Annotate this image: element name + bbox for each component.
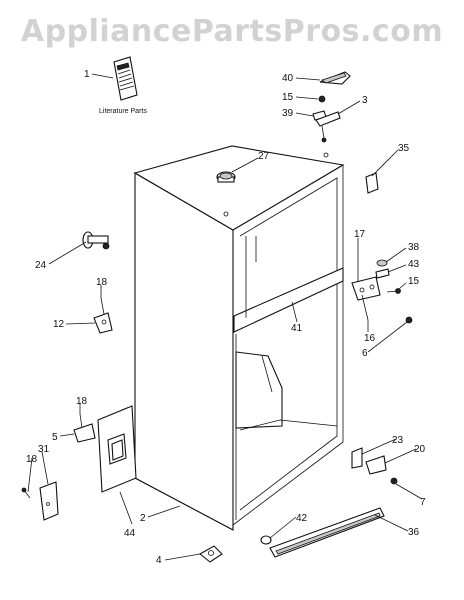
callout-7: 7 (420, 497, 426, 508)
callout-42: 42 (296, 513, 308, 524)
cabinet (133, 145, 345, 531)
callout-12: 12 (53, 319, 65, 330)
callout-27: 27 (258, 151, 270, 162)
bracket-screw-upper[interactable] (100, 297, 105, 315)
callout-23: 23 (392, 435, 404, 446)
callout-40: 40 (282, 73, 294, 84)
leveling-leg[interactable] (199, 545, 223, 563)
center-hinge-shim[interactable] (375, 268, 390, 279)
center-hinge[interactable] (351, 276, 381, 301)
leveler-bracket[interactable] (93, 312, 113, 334)
literature-parts-label: Literature Parts (99, 108, 147, 115)
callout-labels: 1 40 15 3 39 27 35 17 38 43 15 24 18 12 … (26, 69, 426, 566)
lower-left-bracket[interactable] (73, 423, 96, 443)
drain-fitting[interactable] (82, 231, 110, 250)
watermark-text: AppliancePartsPros.com (20, 14, 444, 49)
callout-18: 18 (96, 277, 108, 288)
callout-31: 31 (38, 444, 50, 455)
callout-20: 20 (414, 444, 426, 455)
callout-41: 41 (291, 323, 303, 334)
top-hinge[interactable] (315, 111, 341, 143)
callout-35: 35 (398, 143, 410, 154)
leader-lines (27, 73, 423, 561)
callout-39: 39 (282, 108, 294, 119)
bottom-hinge[interactable] (365, 455, 387, 475)
callout-18: 18 (26, 454, 38, 465)
grille-clip[interactable] (260, 535, 272, 545)
trim-screw[interactable] (21, 487, 31, 499)
callout-44: 44 (124, 528, 136, 539)
bottom-hinge-screw[interactable] (390, 477, 398, 485)
top-hinge-cover[interactable] (319, 71, 351, 85)
top-bracket[interactable] (365, 172, 379, 194)
center-hinge-bushing[interactable] (376, 259, 388, 267)
callout-3: 3 (362, 95, 368, 106)
callout-15: 15 (282, 92, 294, 103)
callout-38: 38 (408, 242, 420, 253)
top-cap-plug[interactable] (216, 171, 236, 183)
callout-5: 5 (52, 432, 58, 443)
center-hinge-pin-bolt[interactable] (361, 294, 369, 321)
callout-24: 24 (35, 260, 47, 271)
bottom-hinge-bracket[interactable] (351, 447, 363, 469)
side-trim-piece[interactable] (39, 481, 59, 521)
callout-43: 43 (408, 259, 420, 270)
literature-parts-booklet[interactable]: Literature Parts (99, 56, 147, 115)
rear-access-cover[interactable] (97, 405, 137, 493)
callout-15: 15 (408, 276, 420, 287)
bracket-screw-lower[interactable] (79, 413, 83, 429)
callout-1: 1 (84, 69, 90, 80)
callout-4: 4 (156, 555, 162, 566)
callout-17: 17 (354, 229, 366, 240)
center-hinge-screw-lower[interactable] (405, 316, 413, 324)
callout-16: 16 (364, 333, 376, 344)
center-hinge-screw[interactable] (386, 288, 401, 294)
callout-36: 36 (408, 527, 420, 538)
toe-grille[interactable] (269, 507, 385, 558)
callout-18: 18 (76, 396, 88, 407)
callout-2: 2 (140, 513, 146, 524)
callout-6: 6 (362, 348, 368, 359)
hinge-screw-top[interactable] (318, 95, 326, 103)
